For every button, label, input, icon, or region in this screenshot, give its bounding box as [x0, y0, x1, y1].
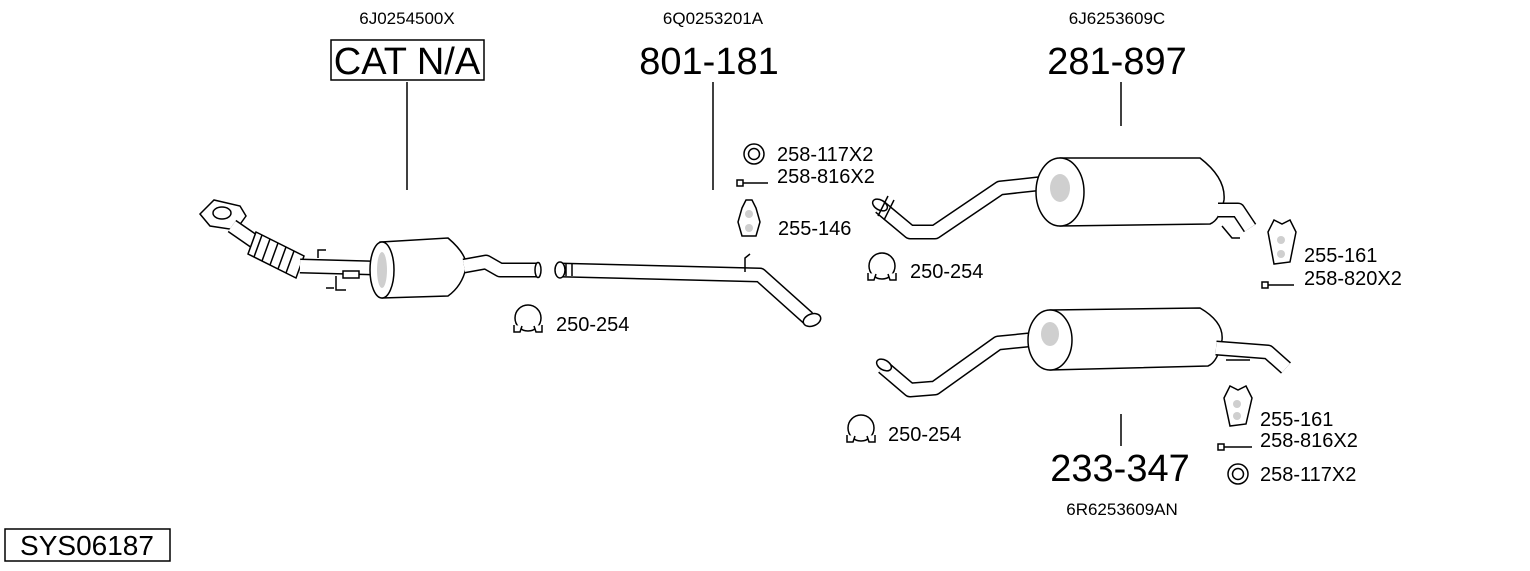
fitting-label-bolt-b: 258-820X2: [1304, 268, 1402, 290]
fitting-label-ring-a: 258-117X2: [777, 144, 873, 166]
rear-silencer-b: [875, 307, 1291, 398]
bolt-icon: [1217, 443, 1252, 451]
fitting-label-hanger-b: 255-161: [1304, 245, 1377, 267]
system-id: SYS06187: [20, 530, 154, 561]
middle-pipe: [554, 253, 822, 328]
flex-bellows: [247, 230, 305, 280]
oem-number-rear-silencer-b: 6R6253609AN: [1066, 500, 1178, 519]
part-number-middle-pipe: 801-181: [639, 41, 778, 83]
fitting-label-bolt-c: 258-816X2: [1260, 430, 1358, 452]
fitting-label-bolt-a: 258-816X2: [777, 166, 875, 188]
clamp-icon: [867, 252, 897, 281]
clamp-icon: [513, 304, 543, 333]
sealing-ring-icon: [1227, 463, 1249, 485]
part-number-rear-silencer-b: 233-347: [1050, 448, 1189, 490]
rubber-hanger-icon: [1267, 218, 1297, 265]
cat-label-box: [330, 39, 485, 81]
oem-number-cat: 6J0254500X: [359, 9, 454, 28]
fitting-label-clamp-2: 250-254: [910, 261, 983, 283]
system-id-box: [4, 528, 171, 562]
catalyst-assembly: [198, 199, 542, 299]
fitting-label-hanger-c: 255-161: [1260, 409, 1333, 431]
fitting-label-hanger-a: 255-146: [778, 218, 851, 240]
part-number-cat: CAT N/A: [334, 41, 481, 83]
clamp-icon: [846, 414, 876, 443]
rear-silencer-a: [871, 157, 1257, 240]
part-number-rear-silencer-a: 281-897: [1047, 41, 1186, 83]
bolt-icon: [1261, 281, 1294, 289]
fitting-label-ring-b: 258-117X2: [1260, 464, 1356, 486]
rubber-hanger-icon: [737, 199, 761, 237]
oem-number-rear-silencer-a: 6J6253609C: [1069, 9, 1165, 28]
oem-number-middle-pipe: 6Q0253201A: [663, 9, 764, 28]
rubber-hanger-icon: [1223, 384, 1253, 427]
bolt-icon: [736, 179, 768, 187]
fitting-label-clamp-3: 250-254: [888, 424, 961, 446]
fitting-label-clamp-1: 250-254: [556, 314, 629, 336]
sealing-ring-icon: [743, 143, 765, 165]
